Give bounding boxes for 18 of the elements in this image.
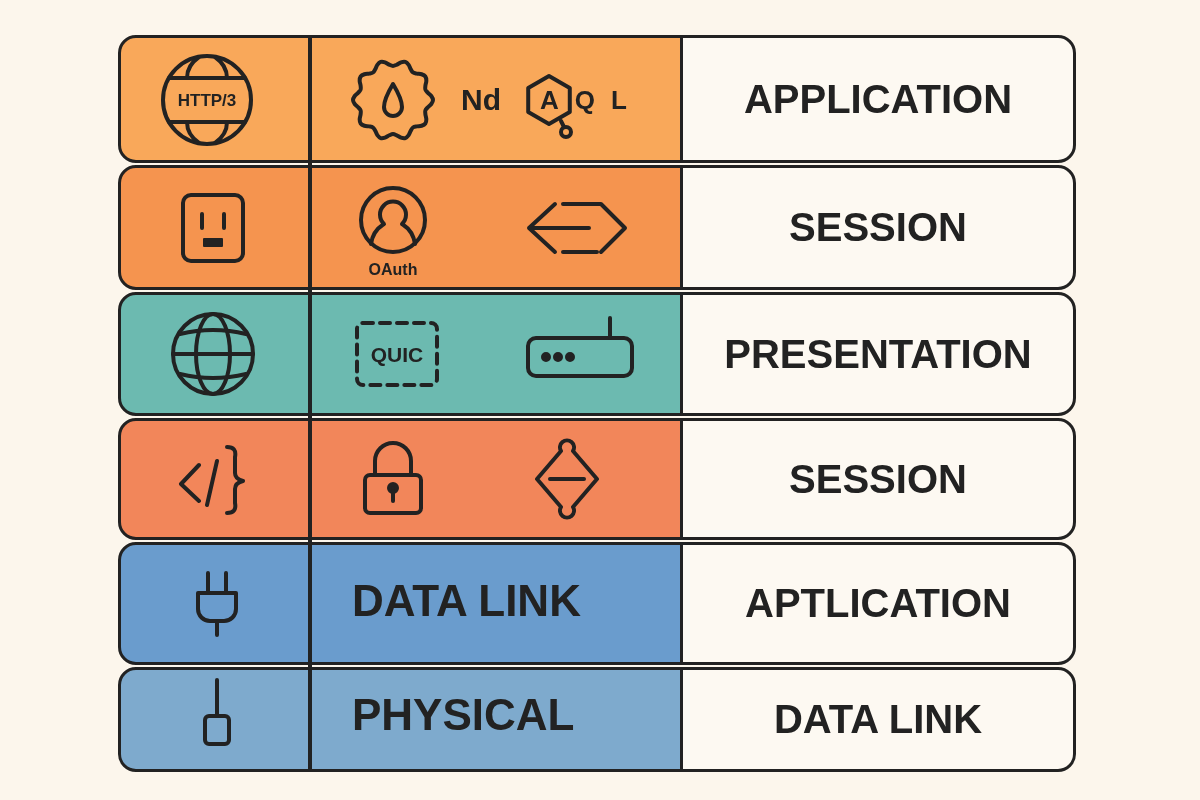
layer-box	[680, 542, 1076, 665]
layer-name: SESSION	[789, 205, 967, 250]
layer-name: PHYSICAL	[352, 693, 575, 737]
layer-name: DATA LINK	[352, 579, 581, 623]
layer-name: DATA LINK	[773, 697, 983, 742]
protocol-label: QUIC	[370, 343, 424, 365]
layer-box	[680, 292, 1076, 416]
layer-name: SESSION	[789, 456, 967, 502]
layer-name: PRESENTATION	[724, 331, 1032, 377]
layer-box	[680, 667, 1076, 772]
layer-box	[680, 418, 1076, 540]
icon-caption: OAuth	[368, 262, 418, 278]
protocol-label: HTTP/3	[177, 91, 237, 109]
cell-text: Nd	[461, 85, 501, 115]
layer-name: APPLICATION	[743, 76, 1013, 122]
layer-box	[680, 165, 1076, 290]
layer-box	[680, 35, 1076, 163]
layer-name: APTLICATION	[745, 581, 1011, 626]
